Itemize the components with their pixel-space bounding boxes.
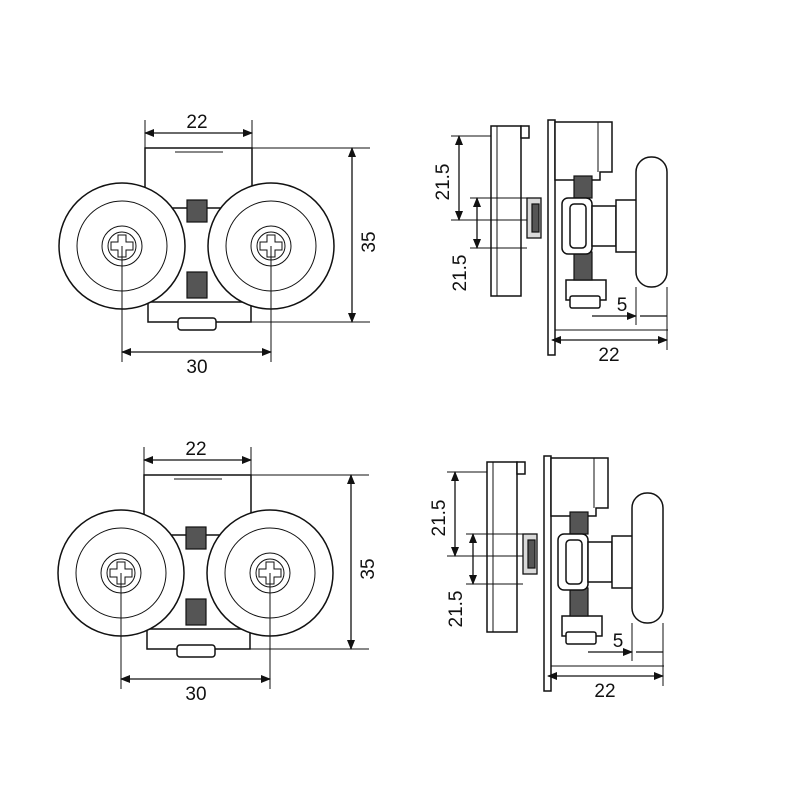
- dim-side-wheel-offset: 5: [617, 295, 628, 316]
- side-view-upper: 21.5 21.5 5 22: [433, 120, 668, 366]
- front-view-lower: 22 35 30: [58, 439, 379, 705]
- side-view-lower: 21.5 21.5 5 22: [429, 456, 664, 702]
- dim-side-lower-offset: 21.5: [450, 255, 471, 292]
- dim-side-upper-offset: 21.5: [433, 164, 454, 201]
- front-view-upper: 22 35 30: [59, 112, 380, 378]
- dim-front-height: 35: [358, 558, 379, 579]
- dim-front-width-top: 22: [186, 112, 207, 133]
- dim-side-wheel-offset: 5: [613, 631, 624, 652]
- dim-side-lower-offset: 21.5: [446, 591, 467, 628]
- dim-side-depth: 22: [598, 345, 619, 366]
- dim-front-height: 35: [359, 231, 380, 252]
- dim-front-wheel-spacing: 30: [185, 684, 206, 705]
- dim-front-wheel-spacing: 30: [186, 357, 207, 378]
- dim-side-depth: 22: [594, 681, 615, 702]
- dim-front-width-top: 22: [185, 439, 206, 460]
- dim-side-upper-offset: 21.5: [429, 500, 450, 537]
